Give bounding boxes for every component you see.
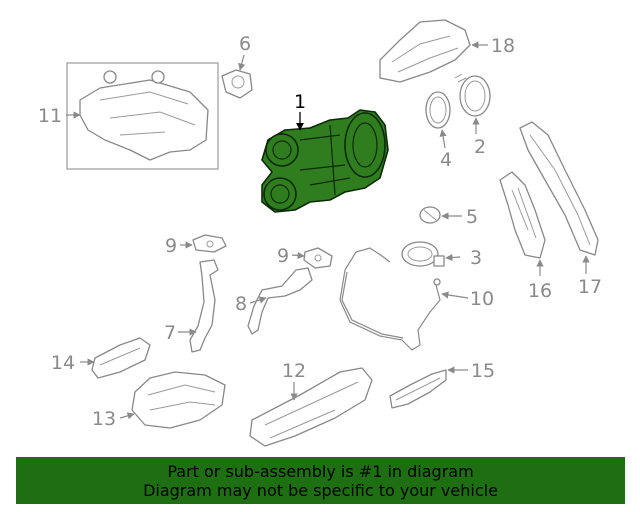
callout-4: 4 — [440, 149, 452, 171]
callout-11: 11 — [38, 105, 62, 127]
part-8-line — [247, 267, 313, 335]
part-5-seal — [419, 206, 441, 224]
callout-3: 3 — [470, 247, 482, 269]
part-2-gasket — [454, 73, 491, 117]
part-10-lines — [339, 247, 441, 351]
callout-6: 6 — [239, 33, 251, 55]
part-6-sensor — [221, 69, 253, 99]
callout-9-left: 9 — [165, 235, 177, 257]
callout-15: 15 — [471, 360, 495, 382]
callout-14: 14 — [51, 352, 75, 374]
part-3-clamp — [401, 241, 445, 267]
banner-line-2: Diagram may not be specific to your vehi… — [143, 480, 498, 500]
callout-5: 5 — [466, 206, 478, 228]
callout-12: 12 — [282, 360, 306, 382]
part-11-heat-shield — [66, 62, 219, 170]
part-4-gasket — [425, 91, 451, 129]
part-18-heat-shield — [379, 19, 471, 83]
callout-1: 1 — [294, 91, 306, 113]
part-9-gasket-right — [303, 247, 333, 269]
part-12-shield — [249, 367, 373, 447]
callout-8: 8 — [235, 293, 247, 315]
callout-18: 18 — [491, 35, 515, 57]
callout-17: 17 — [578, 276, 602, 298]
banner-line-1: Part or sub-assembly is #1 in diagram — [167, 461, 474, 481]
leader-lines — [66, 41, 590, 420]
part-16-bracket — [499, 171, 546, 259]
callout-labels: 1 2 3 4 5 6 7 8 9 9 10 11 12 13 14 15 16… — [38, 33, 602, 430]
callout-7: 7 — [164, 322, 176, 344]
callout-13: 13 — [92, 408, 116, 430]
part-17-shield — [519, 121, 599, 256]
part-13-shield — [131, 371, 226, 429]
parts-diagram: 1 2 3 4 5 6 7 8 9 9 10 11 12 13 14 15 16… — [38, 19, 602, 447]
part-7-pipe — [189, 259, 219, 353]
callout-10: 10 — [470, 288, 494, 310]
callout-2: 2 — [474, 136, 486, 158]
info-banner: Part or sub-assembly is #1 in diagram Di… — [16, 457, 625, 504]
part-15-shield — [389, 369, 447, 409]
part-1-turbocharger — [261, 109, 389, 213]
callout-16: 16 — [528, 280, 552, 302]
callout-9-right: 9 — [277, 245, 289, 267]
part-14-cover — [91, 337, 151, 379]
part-9-gasket-left — [192, 234, 227, 253]
